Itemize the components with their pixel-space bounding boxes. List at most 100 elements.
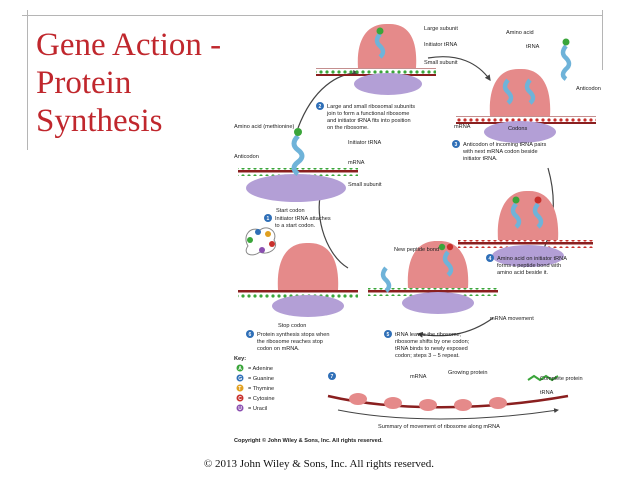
summary-direction-arrow [337,408,559,420]
trna-stage3-b [524,78,536,105]
step-4-text-line: Amino acid on initiator tRNA [497,256,567,262]
key-item-swatch [236,364,244,372]
summary-ribosome-1 [349,393,367,405]
step-7-number: 7 [331,374,334,380]
step-4-text-line: amino acid beside it. [497,270,548,276]
step-3-text-line: initiator tRNA. [463,156,498,162]
key-item-letter: T [238,386,241,392]
large-subunit-stage5 [407,240,469,288]
amino-acid-stage3 [562,38,570,46]
step-1-text-line: Initiator tRNA attaches [275,216,331,222]
summary-complete-protein [527,374,559,382]
small-subunit-stage1 [246,174,346,202]
large-subunit-stage4 [497,190,559,240]
small-subunit-stage6 [272,295,344,317]
step-2-text-line: join to form a functional ribosome [326,111,409,117]
label-mrna-left: mRNA [348,160,365,166]
step-5-text-line: tRNA binds to newly exposed [395,346,468,352]
trna-stage4-b [532,202,544,229]
label-mrna-movement: mRNA movement [490,316,534,322]
label-summary: Summary of movement of ribosome along mR… [378,424,500,430]
key-item-letter: G [238,376,242,382]
key-item-swatch [236,374,244,382]
small-subunit-stage4 [492,245,564,267]
protein-bead-5 [259,247,265,253]
amino-acid-stage2 [376,27,384,35]
step-6-text-line: Protein synthesis stops when [257,332,329,338]
protein-synthesis-diagram: Large subunit Initiator tRNA Small subun… [234,23,601,444]
label-copyright: Copyright © John Wiley & Sons, Inc. All … [234,437,383,444]
label-initiator-trna-top: Initiator tRNA [424,42,458,48]
step-5-badge [384,330,392,338]
step-3-text-line: with next mRNA codon beside [462,149,538,155]
step-1-badge [264,214,272,222]
released-protein-stage6 [245,227,276,256]
summary-ribosome-2 [384,397,402,409]
stage-3-illustration [456,38,596,143]
key-item-letter: A [238,366,242,372]
label-initiator-trna-left: Initiator tRNA [348,140,382,146]
key-item: A= Adenine [236,364,273,372]
step-2-text-line: on the ribosome. [327,125,369,131]
small-subunit-stage3 [484,121,556,143]
title-line-3: Synthesis [36,103,163,139]
protein-bead-4 [269,241,275,247]
label-mrna-bottom: mRNA [410,374,427,380]
step-2-number: 2 [319,104,322,110]
step-3-badge [452,140,460,148]
step-5-text-line: ribosome shifts by one codon; [395,339,470,345]
large-subunit-stage3 [489,68,551,116]
initiator-trna-stage2 [374,32,386,59]
key-item-swatch [236,384,244,392]
right-rule [602,10,603,70]
key-item-label: = Cytosine [248,396,275,402]
stage-5-illustration [368,240,498,314]
step-3-text-line: Anticodon of incoming tRNA pairs [463,142,547,148]
step-7: 7 [328,372,336,380]
key-item-letter: C [238,396,242,402]
slide-title: Gene Action - Protein Synthesis [36,26,246,140]
step-5-number: 5 [387,332,390,338]
trna-stage4-a [510,202,522,229]
stage-6-illustration [238,227,358,317]
label-start-codon: Start codon [276,208,305,214]
step-2-text-line: and initiator tRNA fits into position [327,118,411,124]
step-7-badge [328,372,336,380]
protein-bead-2 [255,229,261,235]
large-subunit-stage6 [277,242,339,290]
step-6-text-line: codon on mRNA. [257,346,300,352]
top-rule [22,15,602,16]
methionine-stage1 [294,128,302,136]
stage-2-illustration [316,23,436,95]
label-trna-bottom: tRNA [540,390,554,396]
step-2-text-line: Large and small ribosomal subunits [327,104,415,110]
title-line-2: Protein [36,65,132,101]
key-item-swatch [236,394,244,402]
label-stop-codon: Stop codon [278,323,306,329]
mrna-strand-stage4 [458,240,593,248]
label-trna-top: tRNA [526,44,540,50]
amino-acid-stage4-a [512,196,520,204]
label-anticodon-top: Anticodon [576,86,601,92]
label-key: Key: [234,356,246,362]
protein-bead-1 [247,237,253,243]
summary-illustration [327,374,569,420]
summary-ribosome-4 [454,399,472,411]
leaving-trna-stage5 [380,266,392,293]
key-item-label: = Guanine [248,376,274,382]
mrna-strand-stage2 [316,68,436,76]
diagram-labels: Large subunit Initiator tRNA Small subun… [234,26,601,444]
stage-4-illustration [458,190,593,267]
step-5-text-line: codon; steps 3 – 5 repeat. [395,353,460,359]
key-item-label: = Uracil [248,406,267,412]
initiator-trna-stage1 [291,134,305,176]
step-4-badge [486,254,494,262]
peptide-stage5-a [438,243,446,251]
incoming-trna-stage3 [560,44,572,81]
key-item-letter: U [238,406,242,412]
small-subunit-stage5 [402,292,474,314]
